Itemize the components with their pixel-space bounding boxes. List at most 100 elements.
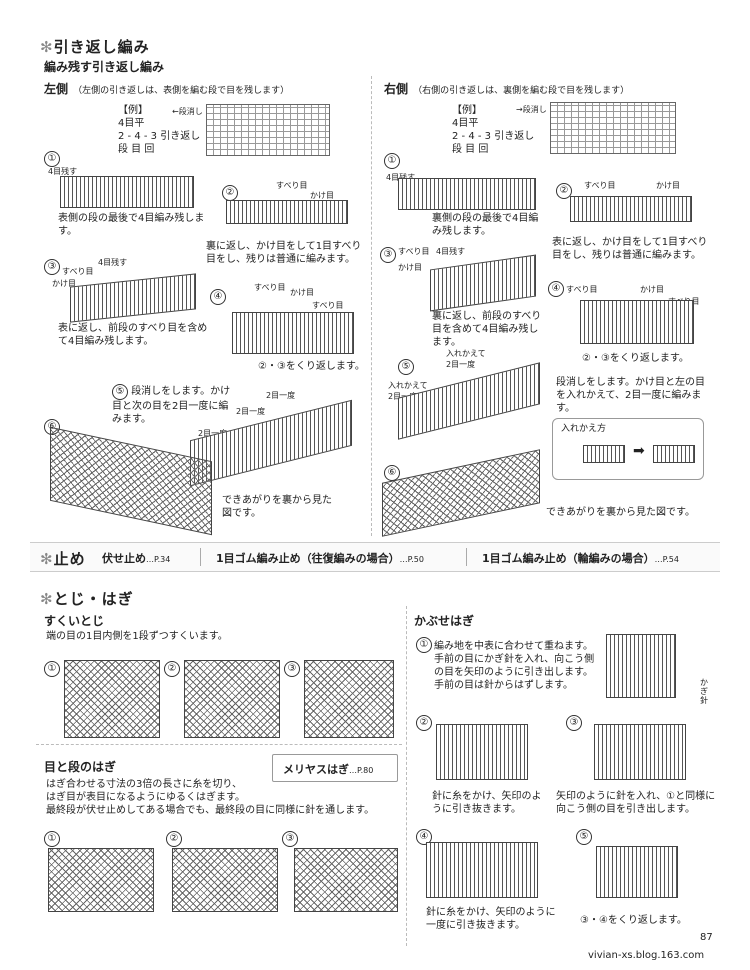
sukui-num2: ② xyxy=(164,656,180,677)
left-heading: 左側 xyxy=(44,82,69,96)
metodan-text-line3: 最終段が伏せ止めしてある場合でも、最終段の目に同様に針を通します。 xyxy=(46,805,375,816)
right-example: 【例】 4目平 2 - 4 - 3 引き返し 段 目 回 xyxy=(452,104,542,156)
left-step2-text: 裏に返し、かけ目をして1目すべり目をし、残りは普通に編みます。 xyxy=(206,241,362,265)
right-step2-label-b: かけ目 xyxy=(656,181,680,190)
page-number: 87 xyxy=(700,932,713,943)
left-step1-num: ① xyxy=(44,146,60,167)
tome-item-label: 1目ゴム編み止め（往復編みの場合） xyxy=(216,552,400,565)
sukui-figure2 xyxy=(184,660,280,738)
sukui-figure1 xyxy=(64,660,160,738)
left-step4-label-a: すべり目 xyxy=(254,283,286,292)
swap-method-box: 入れかえ方 ➡ xyxy=(552,418,704,480)
right-step5-figure xyxy=(398,362,540,440)
kabuse-figure1 xyxy=(606,634,676,698)
right-step2-text: 表に返し、かけ目をして1目すべり目をし、残りは普通に編みます。 xyxy=(552,237,708,261)
site-watermark: vivian-xs.blog.163.com xyxy=(588,950,705,961)
meriyasu-label: メリヤスはぎ xyxy=(283,763,349,776)
right-step4-num: ④ xyxy=(548,276,564,297)
left-step3-figure xyxy=(70,273,196,323)
metodan-text: はぎ合わせる寸法の3倍の長さに糸を切り、 はぎ目が表目になるようにゆるくはぎます… xyxy=(46,778,386,817)
right-step3-label-c: かけ目 xyxy=(398,263,422,272)
left-step2-figure xyxy=(226,200,348,224)
sukui-text: 端の目の1目内側を1段ずつすくいます。 xyxy=(46,631,228,642)
tome-item-fusedome[interactable]: 伏せ止め…P.34 xyxy=(102,550,170,566)
star-icon: ✻ xyxy=(40,38,54,56)
kabuse-num1: ① xyxy=(416,632,432,653)
left-step4-label-c: すべり目 xyxy=(312,301,344,310)
right-step6-num: ⑥ xyxy=(384,460,400,481)
left-step3-text: 表に返し、前段のすべり目を含めて4目編み残します。 xyxy=(58,323,208,347)
toji-divider-h xyxy=(36,744,402,745)
toji-divider-v xyxy=(406,606,407,946)
left-example-label: 【例】 xyxy=(118,105,148,116)
kabuse-figure3 xyxy=(594,724,686,780)
right-step4-label-b: かけ目 xyxy=(640,285,664,294)
right-step4-text: ②・③をくり返します。 xyxy=(582,353,689,364)
kabuse-figure5 xyxy=(596,846,678,898)
metodan-figure1 xyxy=(48,848,154,912)
arrow-right-icon: ➡ xyxy=(633,443,645,459)
meriyasu-page: …P.80 xyxy=(349,766,374,775)
kabuse-num4: ④ xyxy=(416,824,432,845)
star-icon: ✻ xyxy=(40,590,54,608)
kabuse-figure2 xyxy=(436,724,528,780)
tome-item-page: …P.34 xyxy=(146,555,171,564)
right-heading-row: 右側 （右側の引き返しは、裏側を編む段で目を残します） xyxy=(384,78,629,98)
left-step3-label-c: かけ目 xyxy=(52,279,76,288)
kabuse-step1-line3: の目を矢印のように引き出します。 xyxy=(434,667,593,678)
left-note: （左側の引き返しは、表側を編む段で目を残します） xyxy=(73,86,290,96)
kabuse-step1-line4: 手前の目は針からはずします。 xyxy=(434,680,573,691)
left-example-line2: 2 - 4 - 3 引き返し xyxy=(118,131,201,142)
right-step3-label-a: すべり目 xyxy=(398,247,430,256)
kabuse-figure4 xyxy=(426,842,538,898)
kabuse-step1-text: 編み地を中表に合わせて重ねます。 手前の目にかぎ針を入れ、向こう側 の目を矢印の… xyxy=(434,640,604,692)
tome-item-page: …P.50 xyxy=(399,555,424,564)
right-heading: 右側 xyxy=(384,82,409,96)
metodan-num1: ① xyxy=(44,826,60,847)
right-step6-text: できあがりを裏から見た図です。 xyxy=(546,507,695,518)
left-step2-label-b: かけ目 xyxy=(310,191,334,200)
kabuse-step1-line1: 編み地を中表に合わせて重ねます。 xyxy=(434,641,593,652)
metodan-text-line1: はぎ合わせる寸法の3倍の長さに糸を切り、 xyxy=(46,779,242,790)
left-step3-label-b: 4目残す xyxy=(98,258,128,267)
tome-item-rib-flat[interactable]: 1目ゴム編み止め（往復編みの場合）…P.50 xyxy=(216,550,424,566)
kabuse-num5: ⑤ xyxy=(576,824,592,845)
left-heading-row: 左側 （左側の引き返しは、表側を編む段で目を残します） xyxy=(44,78,289,98)
left-example-line3: 段 目 回 xyxy=(118,144,155,155)
right-step6-figure xyxy=(382,449,540,537)
sukui-heading: すくいとじ xyxy=(44,614,105,628)
right-step3-label-b: 4目残す xyxy=(436,247,466,256)
tome-item-label: 1目ゴム編み止め（輪編みの場合） xyxy=(482,552,655,565)
left-stitch-chart xyxy=(206,104,330,156)
right-note: （右側の引き返しは、裏側を編む段で目を残します） xyxy=(413,86,630,96)
swap-method-title: 入れかえ方 xyxy=(561,424,607,434)
left-step1-figure xyxy=(60,176,194,208)
right-example-line3: 段 目 回 xyxy=(452,144,489,155)
meriyasu-link[interactable]: メリヤスはぎ…P.80 xyxy=(272,754,398,782)
tome-item-label: 伏せ止め xyxy=(102,552,146,565)
left-step3-label-a: すべり目 xyxy=(62,267,94,276)
left-step6-text: できあがりを裏から見た図です。 xyxy=(222,495,332,519)
section-title-hikikaeshi: ✻引き返し編み xyxy=(40,38,150,56)
kabuse-step1-line2: 手前の目にかぎ針を入れ、向こう側 xyxy=(434,654,595,665)
left-step1-label: 4目残す xyxy=(48,167,78,176)
right-step3-figure xyxy=(430,254,536,312)
swap-after-figure xyxy=(653,445,695,463)
right-step5-num: ⑤ xyxy=(398,354,414,375)
tome-item-rib-round[interactable]: 1目ゴム編み止め（輪編みの場合）…P.54 xyxy=(482,550,679,566)
swap-before-figure xyxy=(583,445,625,463)
right-step3-num: ③ xyxy=(380,242,396,263)
right-example-label: 【例】 xyxy=(452,105,482,116)
kabuse-num2: ② xyxy=(416,710,432,731)
left-step3-num: ③ xyxy=(44,254,60,275)
metodan-heading: 目と段のはぎ xyxy=(44,760,117,774)
left-step4-num: ④ xyxy=(210,284,226,305)
left-step5-num: ⑤ xyxy=(112,384,128,400)
left-step2-label-a: すべり目 xyxy=(276,181,308,190)
right-step2-figure xyxy=(570,196,692,222)
left-step5-block: ⑤ 段消しをします。かけ目と次の目を2目一度に編みます。 xyxy=(112,384,232,426)
metodan-text-line2: はぎ目が表目になるようにゆるくはぎます。 xyxy=(46,792,245,803)
sukui-num1: ① xyxy=(44,656,60,677)
tome-divider xyxy=(466,548,467,566)
kabuse-num3: ③ xyxy=(566,710,582,731)
